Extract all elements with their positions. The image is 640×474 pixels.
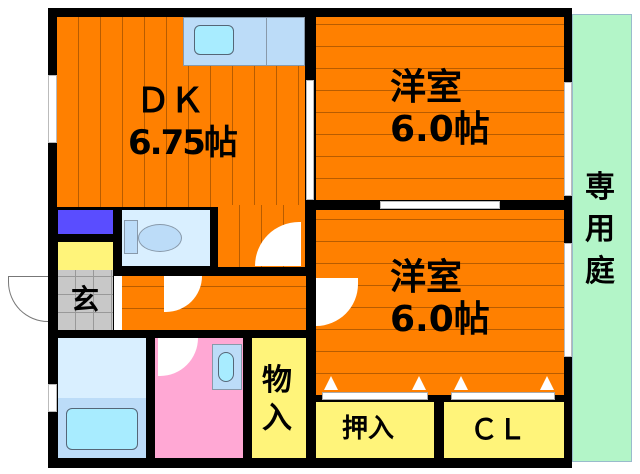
oshiire-closet: [316, 402, 434, 458]
dk-window: [48, 75, 57, 143]
cl-closet: [444, 402, 564, 458]
storage-label-2: 入: [262, 401, 292, 436]
western-room-1: [316, 17, 564, 200]
oshiire-label: 押入: [342, 414, 395, 444]
counter-divider: [266, 17, 267, 66]
hallway: [122, 276, 306, 330]
closet-door-marker: [540, 376, 554, 390]
room1-window: [564, 82, 572, 196]
room2-window: [564, 243, 572, 357]
toilet-bowl: [138, 224, 182, 252]
washroom-area: [58, 338, 146, 398]
cl-label: ＣＬ: [470, 413, 527, 446]
shoe-cabinet: [58, 210, 113, 234]
western-room-1-size: 6.0帖: [390, 109, 490, 150]
private-garden: 専 用 庭: [572, 14, 632, 462]
western-room-2: [316, 210, 564, 395]
front-door[interactable]: [8, 276, 48, 322]
entrance-label: 玄: [71, 283, 100, 316]
closet-sliding-door: [451, 392, 555, 400]
toilet-tank: [124, 220, 138, 254]
western-room-1-name: 洋室: [390, 67, 463, 108]
dk-room-name: ＤＫ: [136, 81, 204, 121]
bath-window: [48, 384, 57, 412]
dk-room-size: 6.75帖: [128, 123, 238, 163]
bathtub: [66, 408, 138, 450]
garden-label-2: 用: [585, 212, 615, 247]
garden-label-1: 専: [585, 170, 615, 205]
western-room-2-size: 6.0帖: [390, 299, 490, 340]
closet-door-marker: [324, 376, 338, 390]
closet-door-marker: [454, 376, 468, 390]
kitchen-sink: [194, 25, 234, 55]
storage-label-1: 物: [262, 363, 292, 398]
closet-sliding-door: [322, 392, 428, 400]
storage-room: [252, 338, 306, 458]
washbasin-bowl: [218, 352, 234, 382]
entrance-shelf: [58, 242, 113, 270]
hallway-step: [114, 276, 122, 330]
entrance-floor: [58, 270, 113, 330]
garden-label-3: 庭: [585, 254, 615, 289]
closet-door-marker: [412, 376, 426, 390]
dk-side-window: [306, 80, 314, 200]
western-room-2-name: 洋室: [390, 257, 463, 298]
washbasin: [212, 344, 242, 390]
room-divider-opening: [380, 201, 500, 209]
